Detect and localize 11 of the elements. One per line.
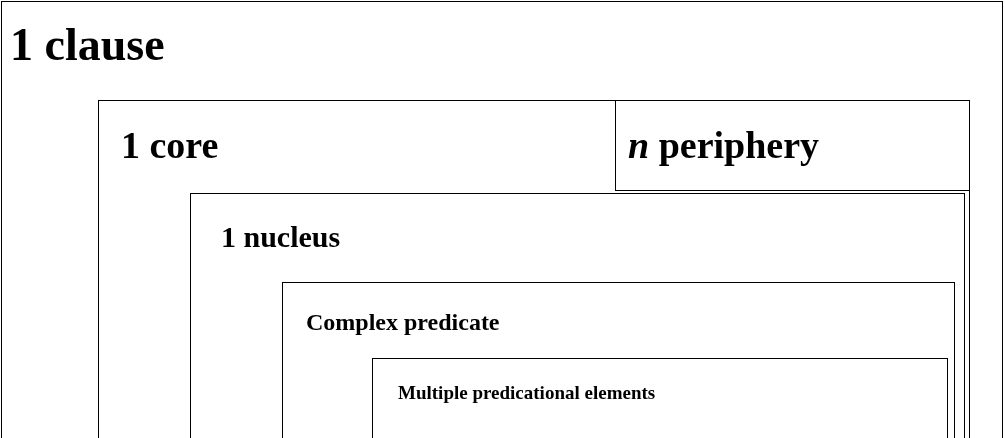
box-heading: 1 clause [10, 20, 165, 71]
nested-box [190, 193, 965, 438]
nested-box [98, 100, 970, 438]
box-heading: 1 core [121, 125, 219, 167]
box-heading: Multiple predicational elements [398, 383, 656, 404]
box-heading: Complex predicate [306, 309, 500, 336]
nested-box [282, 282, 955, 438]
periphery-box [615, 100, 970, 191]
box-heading: 1 nucleus [221, 220, 341, 253]
box-heading: n periphery [628, 125, 820, 167]
nested-box [372, 358, 948, 438]
